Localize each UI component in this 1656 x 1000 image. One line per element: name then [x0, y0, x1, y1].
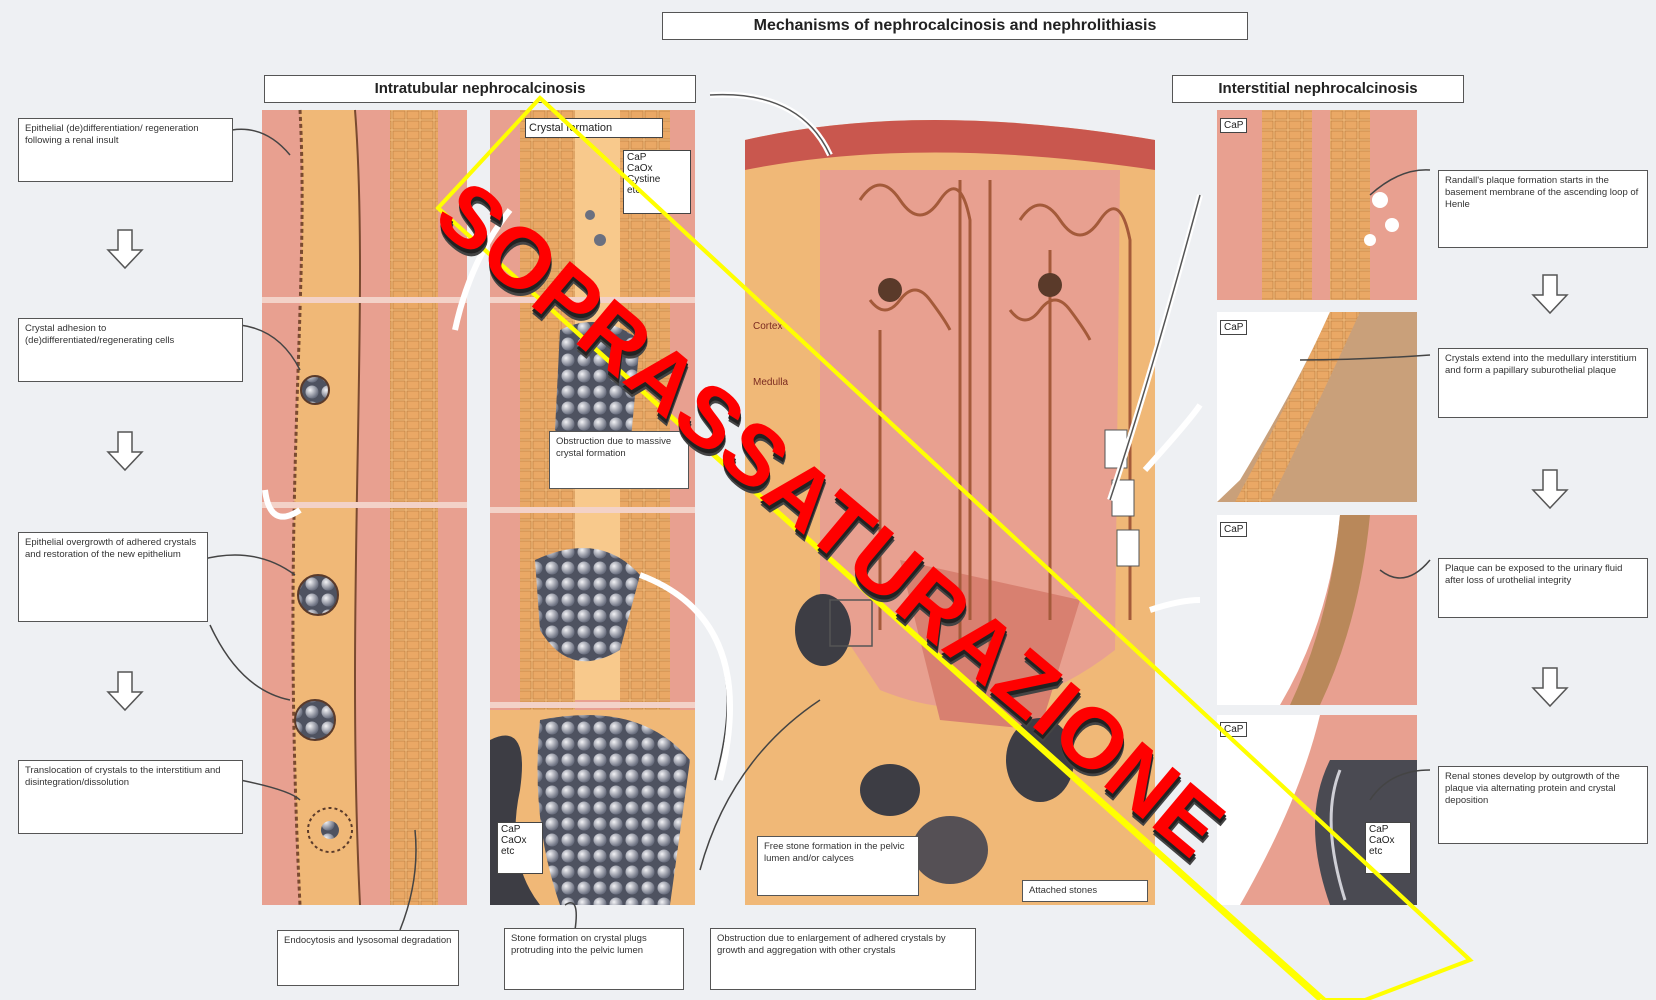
cap-tag-1: CaP [1220, 118, 1247, 133]
medulla-label: Medulla [750, 376, 791, 389]
cortex-label: Cortex [750, 320, 785, 333]
left-note-3: Epithelial overgrowth of adhered crystal… [18, 532, 208, 622]
crystal-type-tag-right: CaP CaOx etc [1365, 822, 1411, 874]
right-note-3: Plaque can be exposed to the urinary flu… [1438, 558, 1648, 618]
right-note-1: Randall's plaque formation starts in the… [1438, 170, 1648, 248]
crystal-type-tag-caox: CaP CaOx Cystine etc [623, 150, 691, 214]
crystal-formation-label: Crystal formation [525, 118, 663, 138]
attached-stones-note: Attached stones [1022, 880, 1148, 902]
stone-formation-plugs-note: Stone formation on crystal plugs protrud… [504, 928, 684, 990]
cap-tag-3: CaP [1220, 522, 1247, 537]
left-note-1: Epithelial (de)differentiation/ regenera… [18, 118, 233, 182]
right-note-4: Renal stones develop by outgrowth of the… [1438, 766, 1648, 844]
cap-tag-2: CaP [1220, 320, 1247, 335]
left-section-header: Intratubular nephrocalcinosis [264, 75, 696, 103]
left-note-2: Crystal adhesion to (de)differentiated/r… [18, 318, 243, 382]
crystal-type-tag-cap-caox: CaP CaOx etc [497, 822, 543, 874]
figure-title: Mechanisms of nephrocalcinosis and nephr… [662, 12, 1248, 40]
free-stone-note: Free stone formation in the pelvic lumen… [757, 836, 919, 896]
cap-tag-4: CaP [1220, 722, 1247, 737]
right-section-header: Interstitial nephrocalcinosis [1172, 75, 1464, 103]
right-interstitial-panel [1217, 110, 1417, 905]
right-note-2: Crystals extend into the medullary inter… [1438, 348, 1648, 418]
endocytosis-note: Endocytosis and lysosomal degradation [277, 930, 459, 986]
left-note-4: Translocation of crystals to the interst… [18, 760, 243, 834]
obstruction-enlargement-note: Obstruction due to enlargement of adhere… [710, 928, 976, 990]
